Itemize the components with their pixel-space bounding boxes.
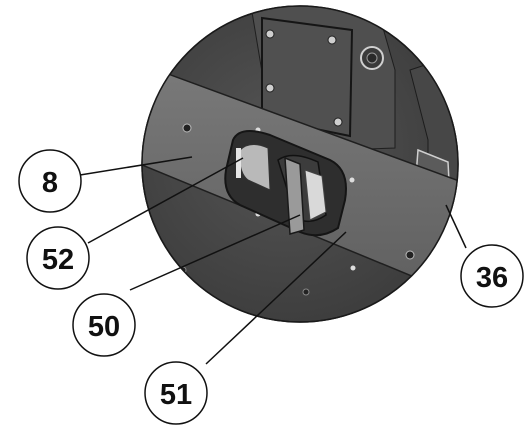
callout-52: 52 — [26, 226, 90, 290]
svg-text:51: 51 — [160, 379, 192, 411]
leader-line-52 — [87, 157, 244, 244]
rail-hole — [350, 265, 356, 271]
rail-hole — [182, 123, 192, 133]
callout-8: 8 — [18, 149, 82, 213]
cover-bolt-br — [333, 117, 343, 127]
latch-highlight — [304, 169, 327, 221]
cover-bolt-bl — [265, 83, 275, 93]
panel-hole — [302, 288, 310, 296]
rail-hole — [405, 250, 415, 260]
leader-lines — [79, 156, 467, 365]
detail-circle — [141, 5, 459, 323]
svg-text:8: 8 — [42, 167, 58, 199]
svg-text:36: 36 — [476, 262, 508, 294]
leader-line-50 — [129, 214, 301, 291]
leader-line-36 — [445, 204, 467, 249]
hex-nut — [360, 46, 384, 70]
callout-51: 51 — [144, 361, 208, 425]
leader-line-8 — [79, 156, 193, 176]
callout-50: 50 — [72, 293, 136, 357]
slot-insert-edge — [236, 148, 241, 178]
svg-text:50: 50 — [88, 311, 120, 343]
access-cover — [261, 16, 354, 138]
callout-36: 36 — [460, 244, 524, 308]
cover-bolt-tr — [327, 35, 337, 45]
rail-hole — [349, 177, 355, 183]
leader-line-51 — [205, 231, 347, 365]
svg-text:52: 52 — [42, 244, 74, 276]
cover-bolt-tl — [265, 29, 275, 39]
